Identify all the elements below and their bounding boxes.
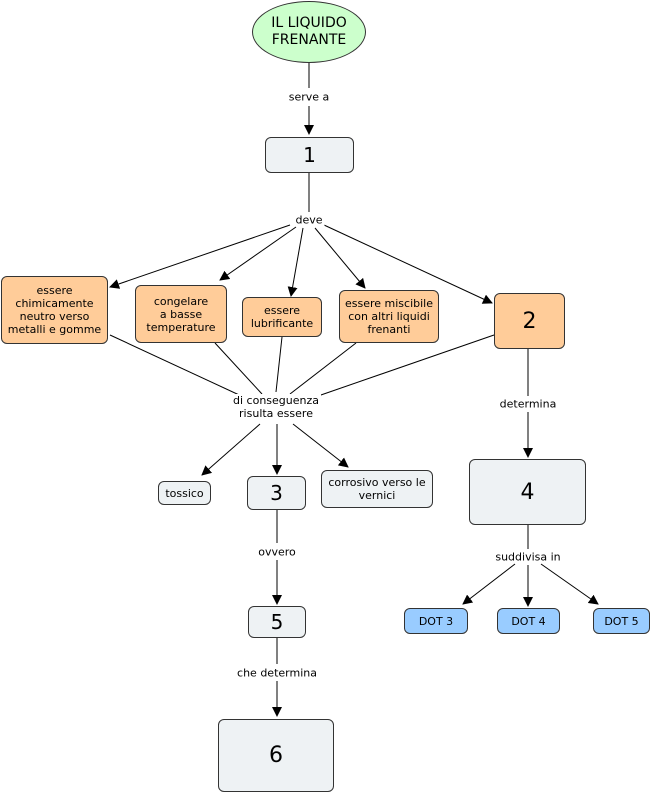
link-label-serve-a: serve a [286, 90, 332, 104]
node-4: 4 [469, 459, 586, 525]
node-congelare: congelare a basse temperature [135, 285, 227, 343]
node-6: 6 [218, 719, 334, 792]
node-1: 1 [265, 137, 354, 173]
link-label-determina: determina [497, 397, 559, 411]
node-dot3: DOT 3 [404, 608, 468, 634]
node-2: 2 [494, 293, 565, 349]
link-label-che-determina: che determina [235, 666, 319, 680]
node-3: 3 [247, 476, 306, 510]
link-label-suddivisa-in: suddivisa in [493, 550, 563, 564]
node-root: IL LIQUIDO FRENANTE [252, 1, 366, 63]
link-label-ovvero: ovvero [256, 545, 298, 559]
node-corrosivo: corrosivo verso le vernici [321, 470, 433, 508]
node-chimicamente-neutro: essere chimicamente neutro verso metalli… [1, 276, 108, 344]
node-dot5: DOT 5 [593, 608, 650, 634]
link-label-deve: deve [293, 213, 325, 227]
node-5: 5 [248, 606, 306, 638]
node-lubrificante: essere lubrificante [242, 297, 322, 337]
link-label-di-conseguenza: di conseguenza risulta essere [231, 394, 321, 420]
node-tossico: tossico [158, 481, 211, 505]
node-dot4: DOT 4 [497, 608, 560, 634]
node-miscibile: essere miscibile con altri liquidi frena… [339, 290, 439, 343]
